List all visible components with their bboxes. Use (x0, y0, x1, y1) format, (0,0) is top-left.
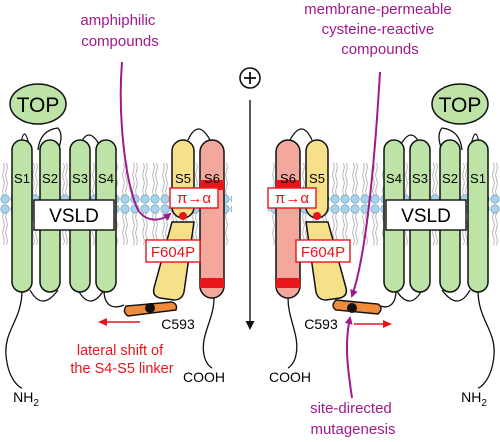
pi-alpha-label-right: π→α (275, 190, 309, 207)
helix-s6-label: S6 (204, 171, 220, 186)
pi-helix-segment-right (276, 180, 300, 190)
helix-s6-right (275, 139, 301, 299)
c-terminus-label: COOH (183, 369, 225, 385)
vsld-box (33, 199, 115, 231)
f604p-label: F604P (151, 244, 195, 261)
polarity-plus-symbol (239, 67, 261, 89)
amphiphilic-arrow (119, 61, 172, 221)
helix-s4-label-right: S4 (386, 171, 402, 186)
helix-s1 (11, 139, 33, 293)
helix-s3-label: S3 (72, 171, 88, 186)
pi-helix-segment (200, 180, 224, 190)
mutagenesis-label: site-directed mutagenesis (310, 400, 396, 438)
pi-alpha-box (169, 187, 219, 209)
helix-s1-label-right: S1 (470, 171, 486, 186)
pi-helix-lower-right (276, 278, 300, 288)
c593-label-right: C593 (304, 316, 338, 332)
helix-s6-label-right: S6 (280, 171, 296, 186)
pi-helix-lower (200, 278, 224, 288)
top-domain (9, 83, 67, 125)
helix-s2-label-right: S2 (442, 171, 458, 186)
helix-s4-label: S4 (98, 171, 114, 186)
cysteine-reactive-label: membrane-permeable cysteine-reactive com… (304, 1, 456, 58)
mutagenesis-arrow (344, 316, 353, 399)
helix-s6 (199, 139, 225, 299)
n-terminus-label-right: NH2 (461, 389, 487, 409)
top-domain-label: TOP (17, 94, 60, 117)
hinge-dot-s5 (179, 212, 187, 220)
n-terminal-tail (5, 289, 23, 389)
c593-residue (145, 303, 155, 313)
f604p-box (145, 239, 201, 263)
vsld-label: VSLD (49, 206, 99, 227)
left-channel: TOP S1 S2 S3 S4 VSLD S5 S6 π→α F604P C (5, 83, 225, 409)
vsld-label-right: VSLD (401, 206, 451, 227)
hinge-dot-s5-right (313, 212, 321, 220)
pi-alpha-label: π→α (177, 190, 211, 207)
pi-alpha-box-right (267, 187, 317, 209)
helix-s1-right (467, 139, 489, 293)
vsld-box-right (385, 199, 467, 231)
amphiphilic-label: amphiphilic compounds (80, 12, 159, 50)
c-terminal-tail (202, 297, 215, 369)
helix-s3-label-right: S3 (412, 171, 428, 186)
helix-s5-label-right: S5 (309, 171, 325, 186)
f604p-box-right (295, 239, 351, 263)
top-domain-right (431, 83, 489, 125)
helix-s1-label: S1 (14, 171, 30, 186)
n-terminus-label: NH2 (13, 389, 39, 409)
f604p-label-right: F604P (301, 244, 345, 261)
s4-s5-linker-right (332, 299, 382, 315)
helix-s5-label: S5 (175, 171, 191, 186)
c593-residue-right (347, 303, 357, 313)
n-terminal-tail-right (477, 289, 495, 389)
c-terminal-tail-right (287, 297, 298, 369)
top-domain-label-right: TOP (439, 94, 482, 117)
cysteine-reactive-arrow (350, 71, 381, 298)
right-channel: TOP S6 S5 S4 S3 S2 S1 VSLD π→α F604P C59… (267, 83, 495, 409)
c-terminus-label-right: COOH (269, 369, 311, 385)
helix-s2-label: S2 (42, 171, 58, 186)
c593-label: C593 (161, 316, 195, 332)
lateral-shift-label: lateral shift of the S4-S5 linker (70, 343, 173, 377)
